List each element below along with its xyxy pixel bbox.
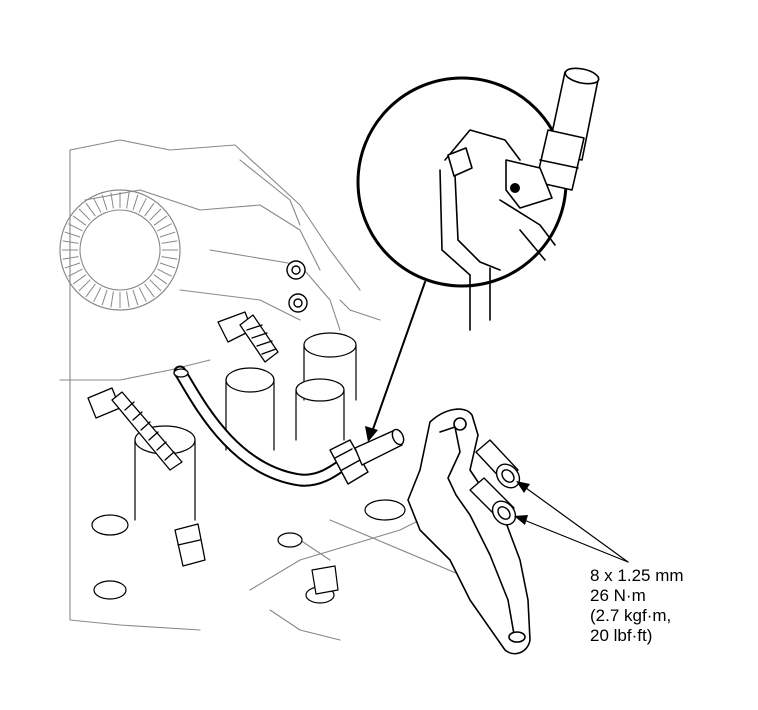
gear-tooth: [101, 289, 108, 306]
gear-tooth: [161, 256, 178, 260]
gear-tooth: [62, 240, 79, 244]
hose-clamp: [329, 439, 369, 485]
gear-wheel: [59, 189, 181, 311]
gear-tooth: [72, 274, 87, 285]
gear-tooth: [68, 223, 83, 232]
gear-tooth: [110, 291, 114, 308]
electrical-connector: [174, 523, 206, 567]
gear-tooth: [144, 283, 155, 298]
gear-tooth: [159, 231, 176, 238]
gear-tooth: [93, 198, 102, 213]
gear-tooth: [159, 262, 176, 269]
detail-housing: [439, 129, 556, 331]
gear-tooth: [85, 202, 96, 217]
gear-tooth: [85, 283, 96, 298]
detail-fitting: [535, 67, 600, 191]
square-block: [311, 565, 339, 595]
gear-tooth: [101, 194, 108, 211]
detail-pointer-arrow: [365, 426, 378, 442]
detail-pointer-line: [371, 281, 426, 433]
gear-tooth: [64, 262, 81, 269]
torque-lbfft-text: 20 lbf·ft): [590, 626, 653, 645]
bracket: [407, 408, 531, 655]
gear-tooth: [78, 279, 91, 292]
arrow-head-upper: [516, 481, 530, 493]
torque-spec-label: 8 x 1.25 mm 26 N·m (2.7 kgf·m, 20 lbf·ft…: [590, 566, 684, 646]
torque-leader-lines: [514, 481, 629, 563]
gear-tooth: [78, 208, 91, 221]
housing-bolt-lower: [87, 387, 183, 471]
gear-tooth: [153, 274, 168, 285]
gear-tooth: [126, 291, 130, 308]
gear-tooth: [153, 215, 168, 226]
gear-tooth: [62, 256, 79, 260]
hose-fitting: [354, 428, 405, 466]
gear-tooth: [161, 240, 178, 244]
gear-tooth: [64, 231, 81, 238]
gear-tooth: [157, 223, 172, 232]
gear-tooth: [138, 198, 147, 213]
detail-clamp: [505, 159, 553, 209]
mounting-holes: [286, 260, 308, 313]
gear-tooth: [72, 215, 87, 226]
gear-tooth: [126, 192, 130, 209]
gear-tooth: [132, 289, 139, 306]
arrow-head-lower: [514, 515, 528, 525]
gear-tooth: [149, 208, 162, 221]
gear-tooth: [132, 194, 139, 211]
gear-tooth: [157, 268, 172, 277]
gear-tooth: [144, 202, 155, 217]
flange-bolt-lower: [469, 477, 517, 526]
gear-tooth: [93, 287, 102, 302]
detail-view: [356, 67, 600, 442]
gear-tooth: [149, 279, 162, 292]
housing-bolt-upper: [217, 311, 279, 363]
bolt-size-text: 8 x 1.25 mm: [590, 566, 684, 585]
flange-bolt-upper: [475, 439, 521, 489]
gear-tooth: [138, 287, 147, 302]
gear-tooth: [110, 192, 114, 209]
breather-hose: [173, 365, 352, 487]
gear-tooth: [68, 268, 83, 277]
torque-kgfm-text: (2.7 kgf·m,: [590, 606, 672, 625]
torque-nm-text: 26 N·m: [590, 586, 646, 605]
